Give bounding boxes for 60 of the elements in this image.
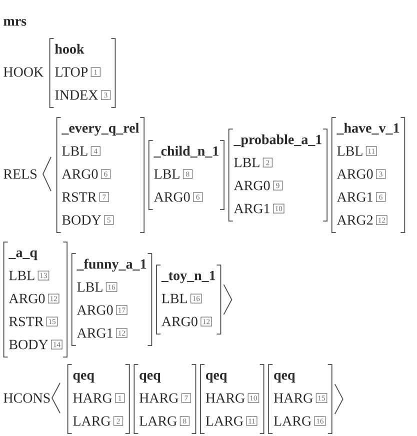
feature-name: LBL [154,169,180,179]
feature-name: ARG0 [336,169,373,179]
bracket-box [156,264,222,335]
type-name: _probable_a_1 [234,134,322,148]
feature-name: INDEX [55,90,98,100]
feature-name: RSTR [9,316,44,326]
feature-name: ARG0 [62,169,98,179]
feature-name: LBL [337,146,362,156]
feature-name: LBL [62,146,88,156]
feature-name: ARG1 [336,192,372,202]
feature-name: LARG [73,416,110,426]
bracket-box [228,128,328,222]
type-name: qeq [206,372,228,383]
feature-name: LARG [139,416,177,426]
feature-name: LARG [274,416,312,426]
feature-name: RSTR [62,192,97,202]
type-name: _funny_a_1 [76,258,146,272]
bracket-box [67,364,130,434]
type-name: _toy_n_1 [161,270,216,284]
feature-name: HCONS [4,393,50,403]
type-name: _have_v_1 [336,122,400,135]
feature-name: LBL [77,282,102,292]
type-name: _every_q_rel [62,122,139,136]
type-name: mrs [4,18,26,26]
feature-name: LBL [162,294,187,304]
bracket-box [71,253,152,346]
bracket-box [148,140,224,210]
bracket-box [331,117,406,234]
feature-name: ARG0 [8,294,45,304]
feature-name: LARG [206,416,244,426]
feature-name: ARG2 [336,215,373,225]
bracket-box [200,364,264,434]
feature-name: RELS [4,169,37,179]
bracket-box [268,364,332,434]
bracket-box [3,242,68,358]
feature-name: ARG1 [234,204,270,214]
feature-name: HARG [139,393,178,403]
feature-name: HARG [73,393,112,403]
feature-name: LTOP [55,67,88,77]
type-name: _a_q [8,250,38,260]
type-name: hook [55,44,84,54]
feature-name: HOOK [4,67,44,77]
feature-name: ARG1 [76,328,112,338]
feature-name: HARG [274,393,313,403]
bracket-box [56,117,145,234]
type-name: qeq [274,372,296,383]
feature-name: HARG [206,393,245,403]
bracket-box [134,364,196,434]
type-name: _child_n_1 [154,146,218,158]
type-name: qeq [140,372,161,383]
feature-name: BODY [9,340,48,350]
feature-name: BODY [62,215,101,225]
feature-name: ARG0 [162,316,198,326]
feature-name: LBL [9,270,34,280]
feature-name: ARG0 [234,180,270,190]
feature-name: ARG0 [154,192,190,202]
feature-name: LBL [234,158,260,168]
bracket-box [49,38,116,108]
type-name: qeq [73,372,94,383]
feature-name: ARG0 [76,305,113,315]
